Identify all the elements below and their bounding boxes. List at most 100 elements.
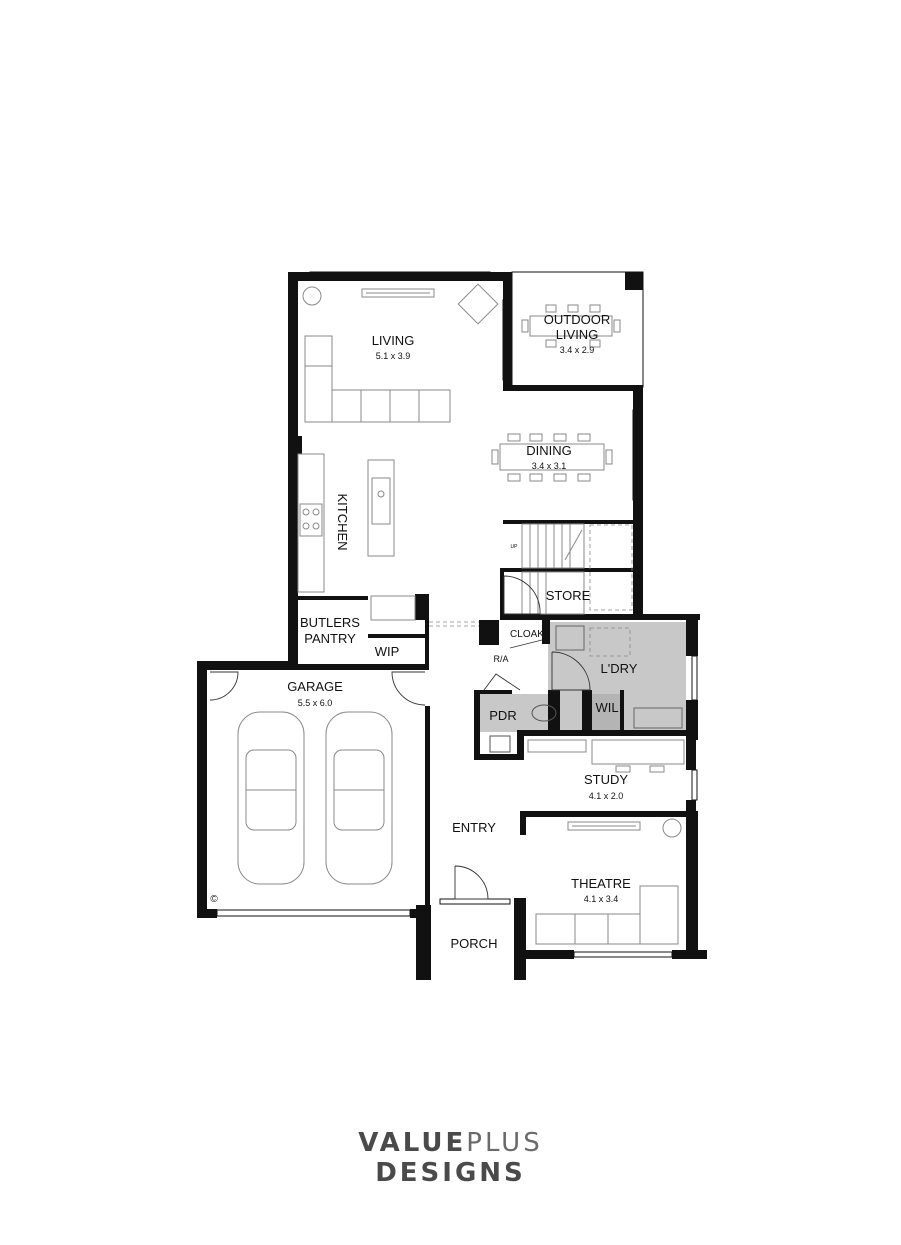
outdoor-chair [545,304,557,313]
wall [503,520,638,524]
kitchen-label: KITCHEN [335,493,350,550]
window [512,385,624,391]
outdoor-living-label-1: OUTDOOR [544,312,610,327]
brand-logo-line1: VALUEPLUS [0,1128,901,1158]
outdoor-living-size: 3.4 x 2.9 [560,345,595,355]
store-door-swing [503,575,541,615]
wall [582,690,592,734]
dining-chair [507,473,521,482]
dining-chair [577,473,591,482]
wall [416,905,431,980]
study-shelf [527,739,587,753]
wall [520,811,698,817]
wall [514,898,526,980]
window [309,271,491,278]
wall [620,690,624,734]
wil-label: WIL [595,700,618,715]
wall [415,594,429,620]
wall [517,730,697,736]
study-chair [649,765,665,773]
wall [500,614,700,620]
wall [425,706,430,911]
lounge-sofa [304,335,451,423]
toilet-icon [531,704,557,722]
dining-chair [605,449,613,465]
car-left [237,711,305,885]
wall [542,620,550,644]
stair-void [589,524,633,611]
walls [197,272,707,980]
entry-label: ENTRY [452,820,496,835]
study-label: STUDY [584,772,628,787]
wall [514,950,574,959]
wip-label: WIP [375,644,400,659]
island-sink [371,477,391,525]
tv-unit [361,288,435,298]
study-size: 4.1 x 2.0 [589,791,624,801]
window [502,299,509,381]
kitchen-island [367,459,395,557]
theatre-size: 4.1 x 3.4 [584,894,619,904]
window [573,951,673,958]
outdoor-outline [511,271,644,388]
dining-size: 3.4 x 3.1 [532,461,567,471]
wall [197,909,217,918]
plant-icon [302,286,322,306]
dining-chair [491,449,499,465]
outdoor-living-label-2: LIVING [556,327,599,342]
stair-up-label: UP [511,544,519,550]
outdoor-chair [613,319,621,333]
burner-icon [312,508,320,516]
car-body [325,711,393,885]
laundry-label: L'DRY [601,661,638,676]
outdoor-chair [589,339,601,348]
stair-flight [521,523,585,569]
car-right [325,711,393,885]
cloak-label: CLOAK [510,629,544,640]
wall [479,620,499,645]
outdoor-table [529,315,613,337]
wall [197,661,207,918]
window [691,655,698,701]
butlers-pantry-label-1: BUTLERS [300,615,360,630]
outdoor-chair [521,319,529,333]
living-size: 5.1 x 3.9 [376,351,411,361]
armchair [457,283,499,325]
living-label: LIVING [372,333,415,348]
wall [288,272,298,667]
burner-icon [302,508,310,516]
wall [686,730,696,770]
wall [503,385,643,391]
burner-icon [302,522,310,530]
wil-fill [590,694,622,732]
brand-value: VALUE [358,1128,467,1158]
copyright-mark: © [210,894,218,905]
garage-label: GARAGE [287,679,343,694]
stairs [521,523,585,615]
outdoor-chair [545,339,557,348]
pdr-door-swing [483,673,521,691]
laundry-door-swing [551,651,591,691]
wall [517,730,524,760]
wall [633,390,643,618]
garage-door-swing [209,671,239,701]
window [691,769,698,801]
garage-entry-door-swing [391,671,426,706]
wall [288,596,368,600]
wall [474,690,512,694]
wall [548,690,560,734]
butlers-bench [370,595,416,621]
cooktop [299,503,323,537]
wall [520,811,526,835]
basin-icon [489,735,511,753]
wet-areas [479,622,686,732]
laundry-bench [633,707,683,729]
wall [672,950,707,959]
car-body [237,711,305,885]
porch-label: PORCH [451,936,498,951]
brand-logo-line2: DESIGNS [375,1158,526,1188]
doors [209,575,591,900]
cloak-door-swing [509,639,543,649]
dining-label: DINING [526,443,572,458]
